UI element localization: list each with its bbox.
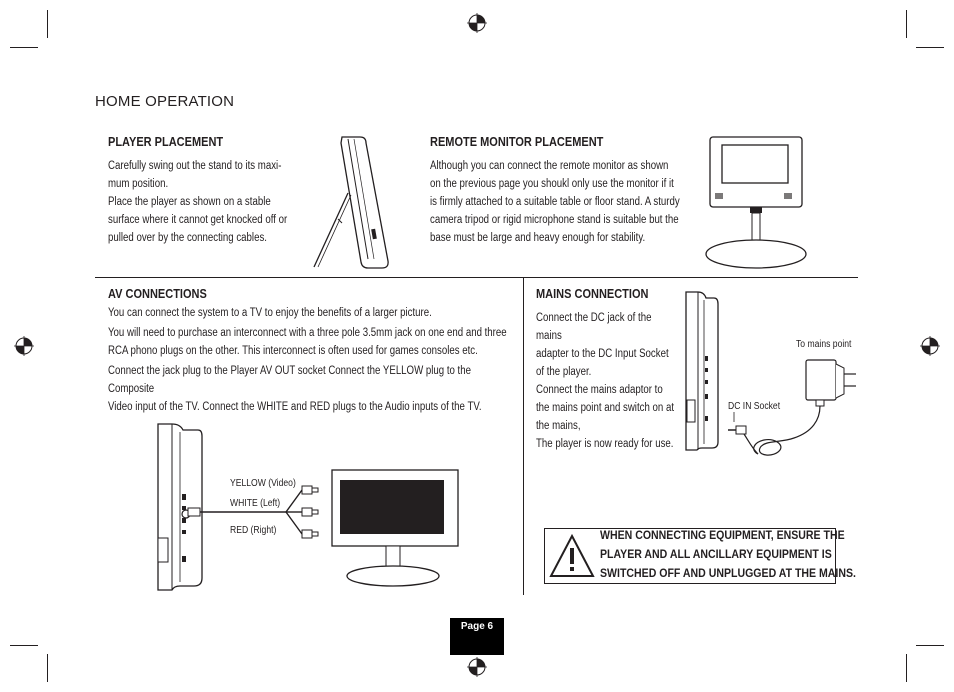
mains-adaptor-illustration — [728, 359, 856, 456]
text-line: Connect the jack plug to the Player AV O… — [108, 365, 471, 395]
text-line: adapter to the DC Input Socket — [536, 348, 669, 360]
mains-point-label: To mains point — [796, 339, 852, 350]
remote-monitor-text: Although you can connect the remote moni… — [430, 157, 682, 247]
av-cable-illustration — [187, 485, 319, 539]
warning-line: WHEN CONNECTING EQUIPMENT, ENSURE THE — [600, 528, 845, 542]
text-line: Video input of the TV. Connect the WHITE… — [108, 401, 482, 413]
text-line: of the player. — [536, 366, 592, 378]
player-side-illustration — [313, 136, 389, 269]
text-line: Connect the mains adaptor to — [536, 384, 663, 396]
text-line: You will need to purchase an interconnec… — [108, 327, 507, 339]
text-line: Connect the DC jack of the mains — [536, 312, 652, 342]
remote-monitor-title: REMOTE MONITOR PLACEMENT — [430, 135, 604, 149]
text-line: camera tripod or rigid microphone stand … — [430, 214, 679, 226]
text-line: Although you can connect the remote moni… — [430, 160, 669, 172]
text-line: base must be large and heavy enough for … — [430, 232, 646, 244]
yellow-plug-label: YELLOW (Video) — [230, 478, 296, 489]
mains-connection-text: Connect the DC jack of the mains adapter… — [536, 309, 679, 453]
section-divider-horizontal — [95, 277, 858, 278]
warning-text: WHEN CONNECTING EQUIPMENT, ENSURE THE PL… — [600, 526, 856, 583]
registration-mark-top — [467, 13, 487, 33]
registration-mark-bottom — [467, 657, 487, 677]
av-player-illustration — [157, 423, 203, 591]
text-line: pulled over by the connecting cables. — [108, 232, 267, 244]
text-line: the mains point and switch on at — [536, 402, 675, 414]
player-placement-text: Carefully swing out the stand to its max… — [108, 157, 293, 247]
text-line: surface where it cannot get knocked off … — [108, 214, 288, 226]
av-connections-text: You can connect the system to a TV to en… — [108, 304, 511, 416]
white-plug-label: WHITE (Left) — [230, 498, 281, 509]
text-line: the mains, — [536, 420, 581, 432]
text-line: mum position. — [108, 178, 169, 190]
tv-illustration — [331, 469, 459, 587]
dc-in-socket-label: DC IN Socket — [728, 401, 781, 412]
text-line: Carefully swing out the stand to its max… — [108, 160, 282, 172]
text-line: on the previous page you shoukl only use… — [430, 178, 674, 190]
page-number-badge: Page 6 — [450, 618, 504, 655]
warning-line: SWITCHED OFF AND UNPLUGGED AT THE MAINS. — [600, 566, 856, 580]
text-line: Place the player as shown on a stable — [108, 196, 271, 208]
warning-box: WHEN CONNECTING EQUIPMENT, ENSURE THE PL… — [544, 528, 856, 584]
text-line: The player is now ready for use. — [536, 438, 674, 450]
monitor-on-stand-illustration — [705, 136, 807, 269]
registration-mark-right — [920, 336, 940, 356]
registration-mark-left — [14, 336, 34, 356]
section-title: HOME OPERATION — [95, 93, 235, 110]
text-line: RCA phono plugs on the other. This inter… — [108, 345, 478, 357]
mains-player-illustration — [685, 291, 719, 451]
warning-triangle-icon — [549, 533, 595, 577]
warning-line: PLAYER AND ALL ANCILLARY EQUIPMENT IS — [600, 547, 832, 561]
text-line: is firmly attached to a suitable table o… — [430, 196, 680, 208]
player-placement-title: PLAYER PLACEMENT — [108, 135, 224, 149]
text-line: You can connect the system to a TV to en… — [108, 307, 432, 319]
section-divider-vertical — [523, 277, 524, 595]
red-plug-label: RED (Right) — [230, 525, 277, 536]
mains-connection-title: MAINS CONNECTION — [536, 287, 649, 301]
page-number-label: Page 6 — [460, 621, 494, 632]
av-connections-title: AV CONNECTIONS — [108, 287, 207, 301]
